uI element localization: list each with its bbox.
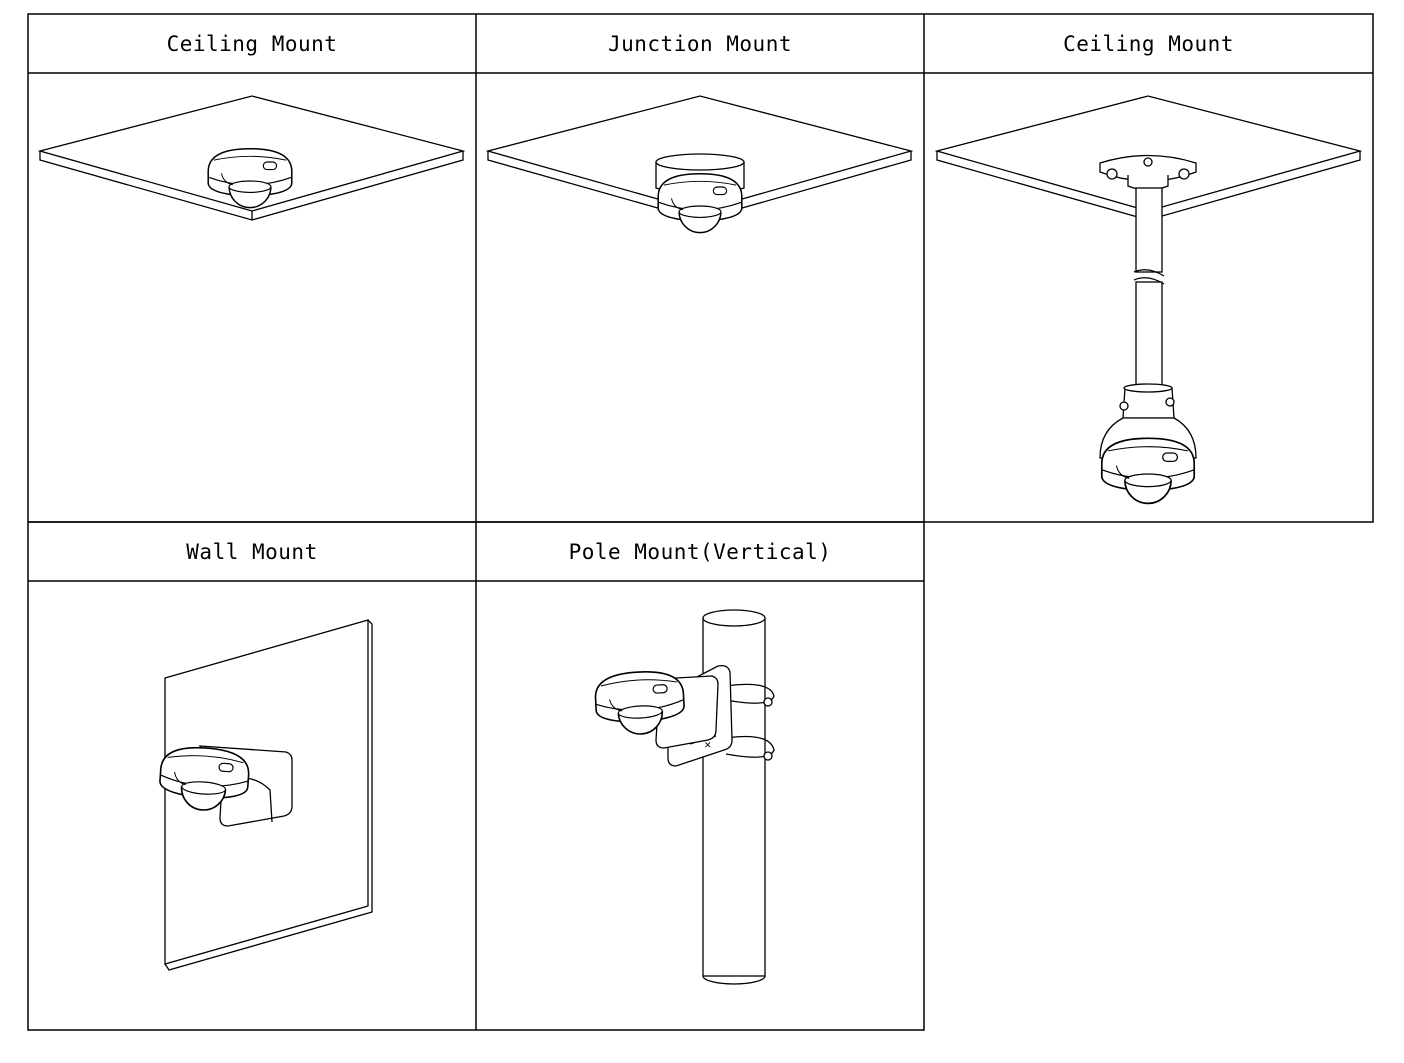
wall-mount-illustration — [157, 619, 373, 971]
header-pendant-ceiling-mount: Ceiling Mount — [1063, 31, 1234, 56]
header-junction-mount: Junction Mount — [607, 31, 792, 56]
pole-mount-illustration: ✕ — [593, 609, 775, 985]
ceiling-mount-illustration — [37, 95, 466, 221]
junction-mount-illustration — [485, 95, 914, 234]
header-pole-mount: Pole Mount(Vertical) — [568, 539, 832, 564]
header-wall-mount: Wall Mount — [186, 539, 318, 564]
pendant-ceiling-mount-illustration — [934, 95, 1363, 505]
svg-text:✕: ✕ — [704, 741, 712, 751]
header-ceiling-mount: Ceiling Mount — [166, 31, 338, 56]
